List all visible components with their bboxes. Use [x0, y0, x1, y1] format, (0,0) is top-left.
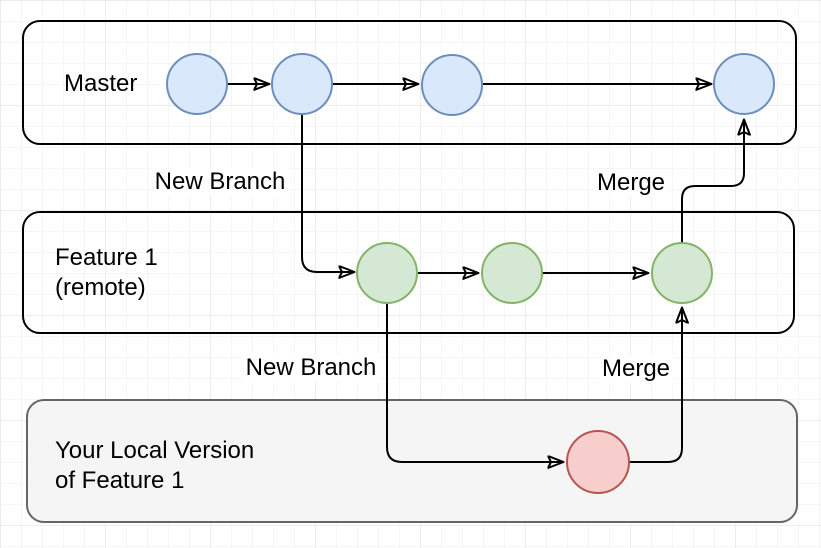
- edge-merge-top: [681, 120, 744, 242]
- lane-master: [22, 20, 797, 145]
- edge-label-merge-bottom: Merge: [598, 355, 674, 383]
- lane-local-label: Your Local Version of Feature 1: [55, 437, 255, 494]
- edge-label-new-branch-top: New Branch: [151, 168, 289, 196]
- commit-node-master-2: [271, 53, 333, 115]
- commit-node-feature-3: [651, 242, 713, 304]
- commit-node-local-1: [566, 430, 630, 494]
- edge-label-new-branch-bottom: New Branch: [242, 354, 380, 382]
- commit-node-feature-1: [356, 242, 418, 304]
- lane-master-label: Master: [64, 70, 138, 97]
- commit-node-master-3: [421, 54, 483, 116]
- edge-new-branch-bottom: [386, 304, 563, 462]
- edge-merge-bottom: [630, 308, 682, 463]
- lane-feature-remote-label: Feature 1 (remote): [55, 244, 158, 301]
- edge-label-merge-top: Merge: [593, 169, 669, 197]
- commit-node-feature-2: [481, 242, 543, 304]
- commit-node-master-4: [713, 53, 775, 115]
- lane-feature-remote: [22, 211, 795, 334]
- commit-node-master-1: [166, 53, 228, 115]
- edge-new-branch-top: [301, 115, 354, 272]
